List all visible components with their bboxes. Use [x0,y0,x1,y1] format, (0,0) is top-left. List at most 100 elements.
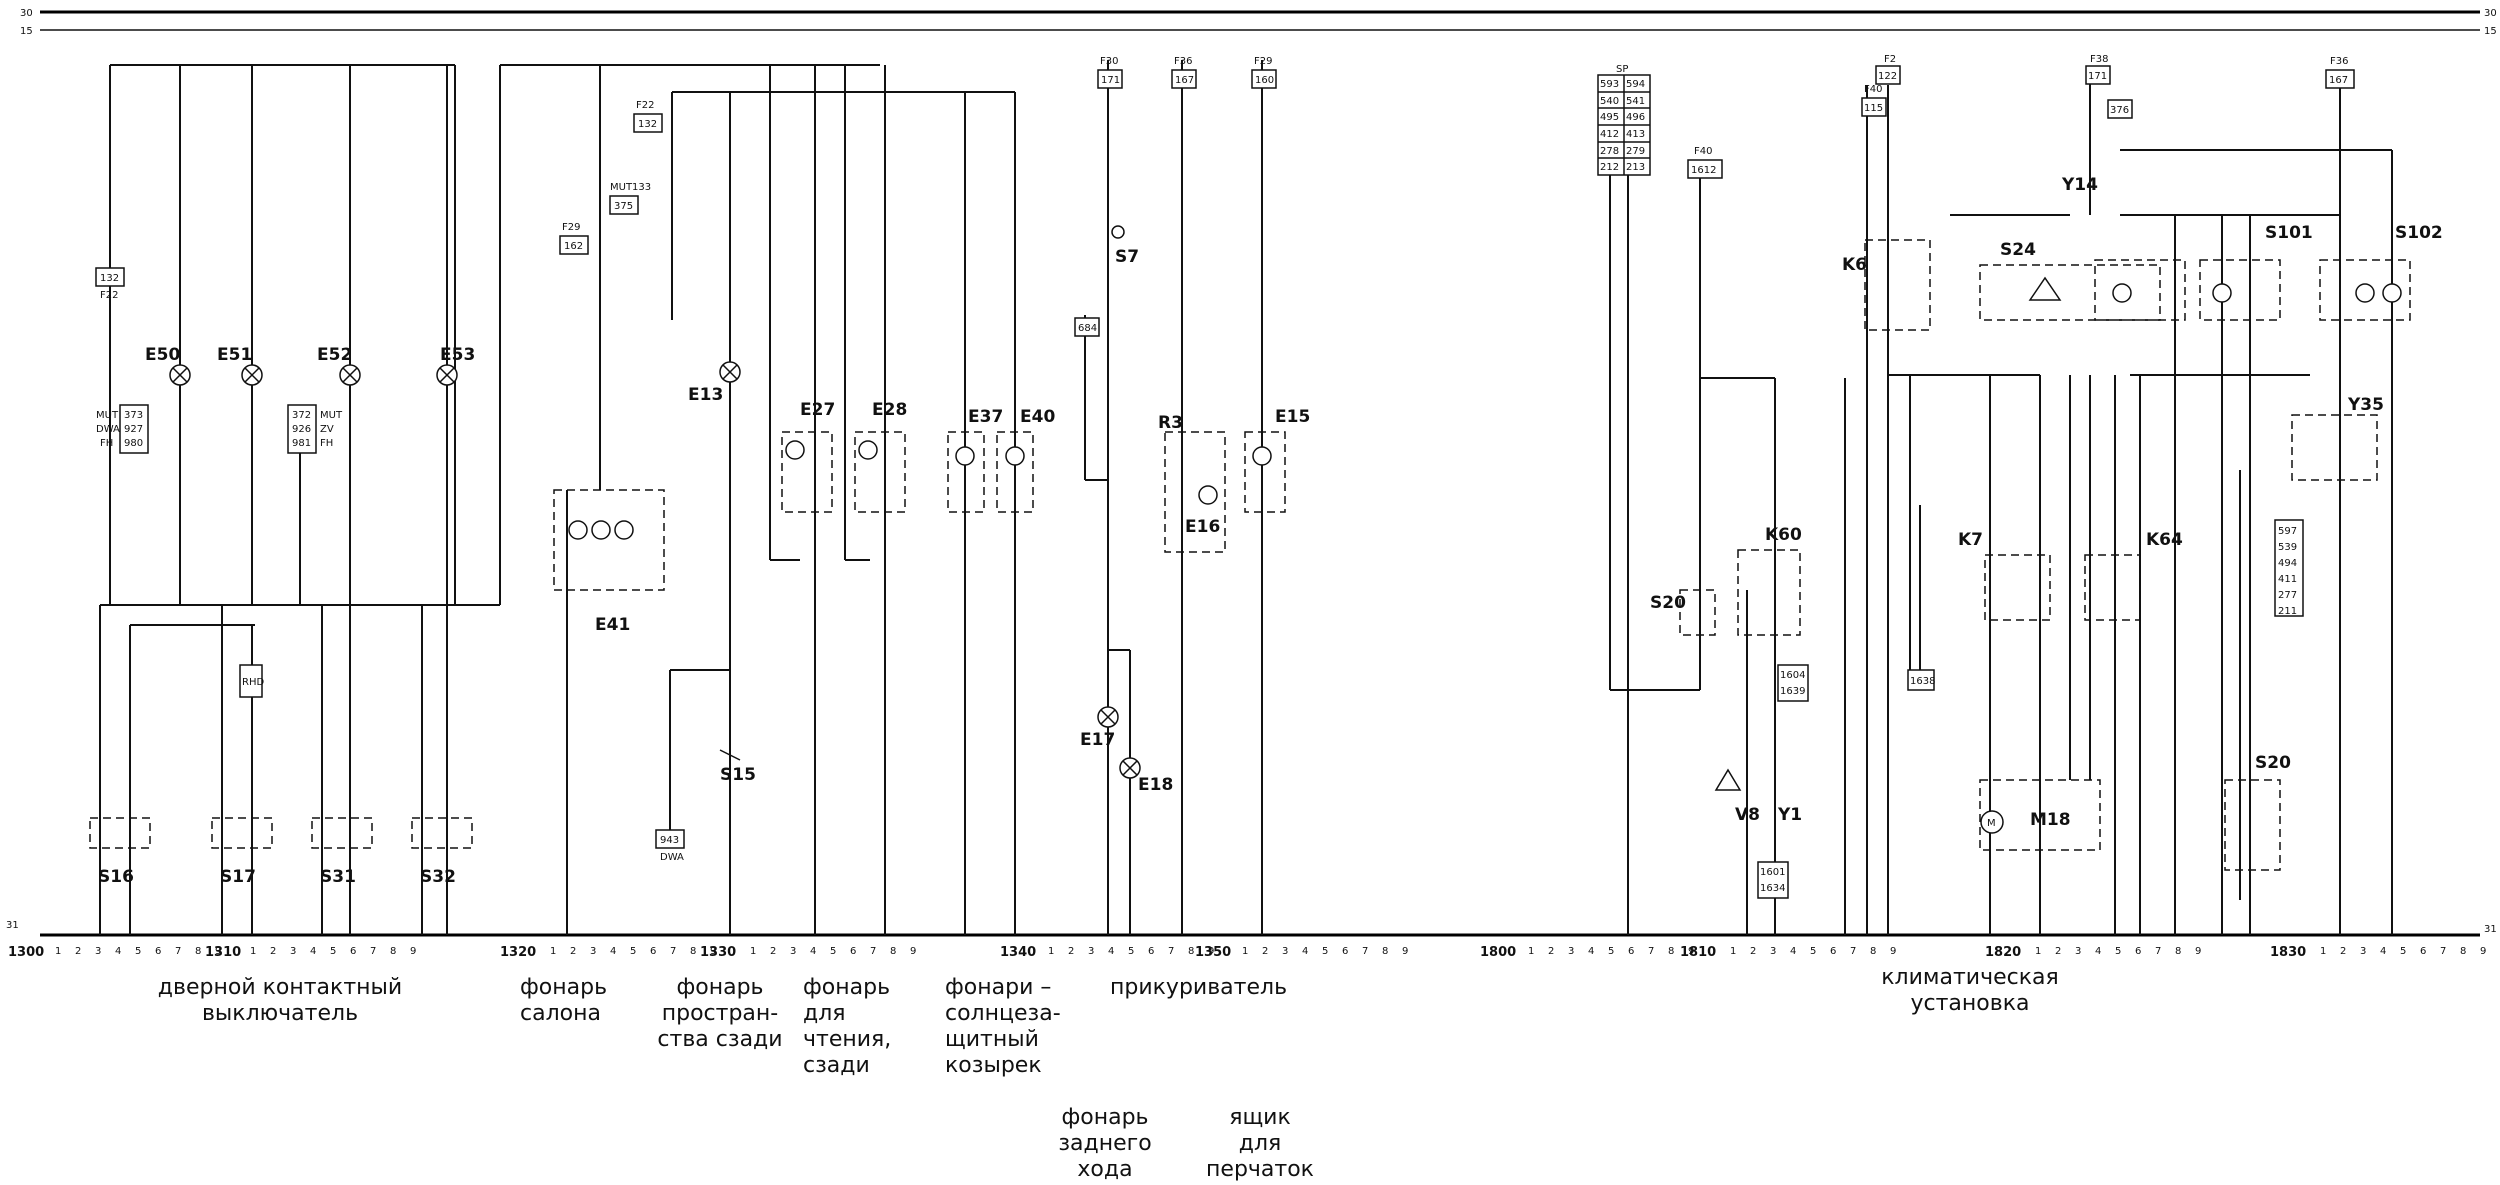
ruler-minor-digit: 6 [1628,946,1634,957]
interior-lamps-section: 162 F29 132 F22 375 MUT133 E41 E13 E27 E… [500,64,1055,935]
mut133-label: MUT133 [610,182,651,193]
ruler-minor-digit: 1 [750,946,756,957]
ruler-minor-digit: 3 [290,946,296,957]
switch-S17-icon [211,817,273,849]
ruler-minor-digit: 2 [1750,946,1756,957]
lighter-R3-icon [1164,431,1226,553]
ruler-minor-digit: 7 [1362,946,1368,957]
label-Y1: Y1 [1777,805,1802,825]
label-E15: E15 [1275,407,1310,427]
fuse-F29a-value: 162 [564,241,583,252]
ruler-minor-digit: 9 [2480,946,2486,957]
sp-594: 594 [1626,79,1645,90]
ruler-minor-digit: 1 [2035,946,2041,957]
mut-left-1: 373 [124,410,143,421]
label-S16: S16 [98,867,134,887]
switch-S32-icon [411,817,473,849]
ruler-minor-digit: 3 [2075,946,2081,957]
caption-reading-lamp: фонарь для чтения, сзади [803,975,892,1078]
mut-mid-1: 372 [292,410,311,421]
ruler-minor-digit: 7 [2440,946,2446,957]
fuse-F38-value: 171 [2088,71,2107,82]
svg-text:M: M [1987,818,1996,829]
ruler-minor-digit: 2 [2055,946,2061,957]
fuse-F36a-label: F36 [1174,56,1192,67]
ruler-minor-digit: 9 [2195,946,2201,957]
sp-212: 212 [1600,162,1619,173]
lighter-section: 171 F30 167 F36 160 F29 684 S7 R3 E16 E1… [1074,56,1310,935]
climate-section: SP 593 594 540 541 495 496 412 413 278 2… [1597,54,2443,935]
ruler-minor-digit: 2 [270,946,276,957]
door-switch-section: E50 E51 E52 E53 132 F22 373 927 980 MUT … [89,64,501,935]
rail-label-30-left: 30 [20,8,33,19]
b1638-value: 1638 [1910,676,1935,687]
ruler-minor-digit: 8 [195,946,201,957]
fuse-F22a-value: 132 [100,273,119,284]
label-S17: S17 [220,867,256,887]
label-K64: K64 [2146,530,2183,550]
switch-S101-icon [2199,259,2281,321]
f684-value: 684 [1078,323,1097,334]
ruler-minor-digit: 6 [155,946,161,957]
switch-S31-icon [311,817,373,849]
ruler-minor-digit: 6 [2420,946,2426,957]
sp-593: 593 [1600,79,1619,90]
mut-mid-tag-2: ZV [320,424,334,435]
fuse-F22b-value: 132 [638,119,657,130]
ruler-minor-digit: 5 [2400,946,2406,957]
ruler-minor-digit: 5 [1810,946,1816,957]
power-rails: 30 15 30 15 31 31 [6,8,2497,937]
ruler-minor-digit: 8 [1668,946,1674,957]
ruler-minor-digit: 2 [2340,946,2346,957]
ruler-minor-digit: 8 [1382,946,1388,957]
ruler-minor-digit: 6 [650,946,656,957]
switch-S24-icon [1979,264,2161,321]
label-E28: E28 [872,400,907,420]
sp-540: 540 [1600,96,1619,107]
switch-S102-icon [2319,259,2411,321]
right-code-2: 539 [2278,542,2297,553]
sp-496: 496 [1626,112,1645,123]
b1638-box [1907,669,1935,691]
ruler-minor-digit: 9 [410,946,416,957]
ruler-minor-digit: 8 [890,946,896,957]
right-codes-box [2274,519,2304,617]
caption-climate: климатическая установка [1881,965,2059,1016]
label-S20a: S20 [1650,593,1686,613]
ruler-minor-digit: 2 [75,946,81,957]
ruler-minor-digit: 6 [1148,946,1154,957]
label-K6: K6 [1842,255,1867,275]
ruler-minor-digit: 8 [690,946,696,957]
ruler-minor-digit: 8 [390,946,396,957]
ruler-1350: 1350 [1195,945,1231,960]
fuse-F2-value: 122 [1878,71,1897,82]
diode-V8-icon [1714,768,1742,791]
relay-K6-icon [1864,239,1931,331]
ruler-minor-digit: 4 [1790,946,1796,957]
ruler-minor-digit: 2 [770,946,776,957]
fuse-F40a-label: F40 [1694,146,1712,157]
ruler-minor-digit: 3 [1088,946,1094,957]
right-code-5: 277 [2278,590,2297,601]
ruler-1330: 1330 [700,945,736,960]
ruler-minor-digit: 5 [830,946,836,957]
caption-reverse-lamp: фонарь заднего хода [1058,1105,1152,1182]
ruler-minor-digit: 8 [1870,946,1876,957]
ruler-minor-digit: 9 [1402,946,1408,957]
ruler-minor-digit: 1 [1242,946,1248,957]
ruler-minor-digit: 4 [310,946,316,957]
label-S20b: S20 [2255,753,2291,773]
ruler-minor-digit: 9 [215,946,221,957]
ruler-minor-digit: 2 [1548,946,1554,957]
fuse-F29a-label: F29 [562,222,580,233]
sp-278: 278 [1600,146,1619,157]
rhd-box [239,664,263,698]
ruler-minor-digit: 4 [115,946,121,957]
rail-label-31-left: 31 [6,920,19,931]
relay-K60-icon [1737,549,1801,636]
ruler-minor-digit: 7 [670,946,676,957]
fuse-F22a-box [95,267,125,287]
ruler: 1300 1310 1320 1330 1340 1350 1800 1810 … [8,945,2486,960]
ruler-1810: 1810 [1680,945,1716,960]
rhd-label: RHD [242,677,264,688]
